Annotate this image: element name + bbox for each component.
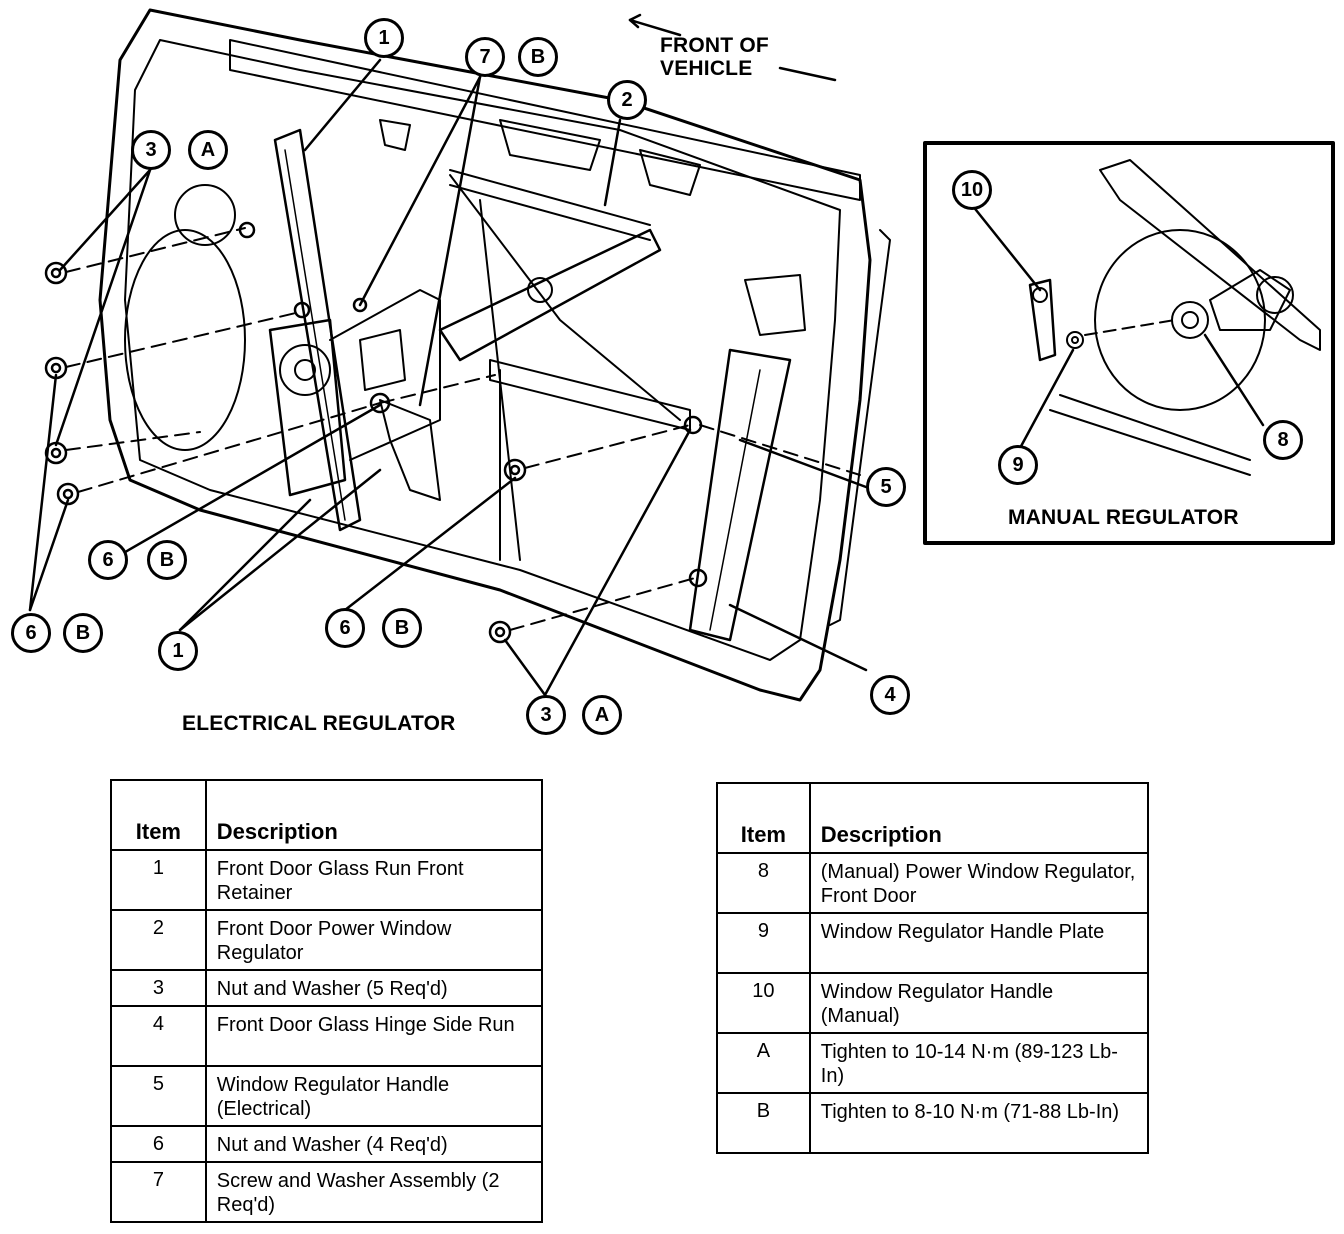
item-number: 2 [110, 909, 207, 971]
callout-2: 2 [607, 80, 647, 120]
column-header-item: Item [110, 779, 207, 851]
item-description: Window Regulator Handle (Electrical) [204, 1065, 544, 1127]
alignment-lines [65, 227, 861, 631]
legend-table-manual: Item Description 8 (Manual) Power Window… [716, 782, 1150, 1154]
item-number: 5 [110, 1065, 207, 1127]
callout-9: 9 [998, 445, 1038, 485]
table-row: 9 Window Regulator Handle Plate [716, 912, 1150, 974]
hinge-side-run [688, 348, 792, 642]
table-row: 3 Nut and Washer (5 Req'd) [110, 969, 544, 1007]
callout-7-torque-b: B [518, 37, 558, 77]
table-row: 5 Window Regulator Handle (Electrical) [110, 1065, 544, 1127]
callout-6-low: 6 [325, 608, 365, 648]
front-arrow-right [778, 66, 837, 82]
item-description: Screw and Washer Assembly (2 Req'd) [204, 1161, 544, 1223]
table-row: 7 Screw and Washer Assembly (2 Req'd) [110, 1161, 544, 1223]
table-row: 10 Window Regulator Handle (Manual) [716, 972, 1150, 1034]
window-motor [268, 318, 347, 497]
item-description: Window Regulator Handle Plate [808, 912, 1150, 974]
item-number: 7 [110, 1161, 207, 1223]
manual-regulator-drawing [970, 159, 1321, 476]
manual-regulator-inset [923, 141, 1335, 545]
item-number: B [716, 1092, 811, 1154]
item-number: 8 [716, 852, 811, 914]
table-row: B Tighten to 8-10 N·m (71-88 Lb-In) [716, 1092, 1150, 1154]
callout-5: 5 [866, 467, 906, 507]
callout-6-mid-torque-b: B [147, 540, 187, 580]
item-number: 6 [110, 1125, 207, 1163]
table-row: 6 Nut and Washer (4 Req'd) [110, 1125, 544, 1163]
item-description: Window Regulator Handle (Manual) [808, 972, 1150, 1034]
item-number: 4 [110, 1005, 207, 1067]
belt-line [229, 39, 861, 201]
callout-3-left: 3 [131, 130, 171, 170]
callout-1-top: 1 [364, 18, 404, 58]
callout-3-bottom: 3 [526, 695, 566, 735]
callout-6-low-torque-b: B [382, 608, 422, 648]
regulator-arm [438, 228, 662, 362]
item-number: 9 [716, 912, 811, 974]
leader-lines [28, 58, 868, 697]
item-number: 10 [716, 972, 811, 1034]
column-header-description: Description [204, 779, 544, 851]
door-inner-panel [124, 39, 841, 661]
item-description: Front Door Power Window Regulator [204, 909, 544, 971]
column-header-item: Item [716, 782, 811, 854]
callout-4: 4 [870, 675, 910, 715]
callout-6-left: 6 [11, 613, 51, 653]
callout-6-left-torque-b: B [63, 613, 103, 653]
callout-3-bottom-torque-a: A [582, 695, 622, 735]
item-description: Front Door Glass Hinge Side Run [204, 1005, 544, 1067]
front-arrow-left [628, 18, 682, 37]
legend-header-row: Item Description [110, 779, 544, 851]
table-row: 1 Front Door Glass Run Front Retainer [110, 849, 544, 911]
item-description: (Manual) Power Window Regulator, Front D… [808, 852, 1150, 914]
legend-header-row: Item Description [716, 782, 1150, 854]
item-description: Tighten to 8-10 N·m (71-88 Lb-In) [808, 1092, 1150, 1154]
callout-7: 7 [465, 37, 505, 77]
manual-regulator-title: MANUAL REGULATOR [1008, 506, 1239, 529]
lower-rail [489, 359, 691, 431]
item-number: A [716, 1032, 811, 1094]
item-description: Front Door Glass Run Front Retainer [204, 849, 544, 911]
table-row: 8 (Manual) Power Window Regulator, Front… [716, 852, 1150, 914]
speaker-opening [124, 229, 246, 451]
front-of-vehicle-line1: FRONT OF [660, 34, 769, 57]
callout-10: 10 [952, 170, 992, 210]
front-of-vehicle-label: FRONT OF VEHICLE [660, 34, 769, 80]
item-number: 3 [110, 969, 207, 1007]
item-description: Tighten to 10-14 N·m (89-123 Lb-In) [808, 1032, 1150, 1094]
item-description: Nut and Washer (4 Req'd) [204, 1125, 544, 1163]
callout-1-bottom: 1 [158, 631, 198, 671]
item-description: Nut and Washer (5 Req'd) [204, 969, 544, 1007]
door-regulator-diagram [28, 8, 1335, 702]
table-row: A Tighten to 10-14 N·m (89-123 Lb-In) [716, 1032, 1150, 1094]
regulator-gear-sector [379, 399, 441, 501]
callout-3-left-torque-a: A [188, 130, 228, 170]
table-row: 2 Front Door Power Window Regulator [110, 909, 544, 971]
electrical-regulator-title: ELECTRICAL REGULATOR [182, 712, 456, 735]
callout-6-mid: 6 [88, 540, 128, 580]
glass-run-front-retainer [273, 128, 362, 532]
legend-table-electrical: Item Description 1 Front Door Glass Run … [110, 779, 544, 1223]
column-header-description: Description [808, 782, 1150, 854]
table-row: 4 Front Door Glass Hinge Side Run [110, 1005, 544, 1067]
item-number: 1 [110, 849, 207, 911]
callout-8: 8 [1263, 420, 1303, 460]
front-of-vehicle-line2: VEHICLE [660, 57, 753, 80]
